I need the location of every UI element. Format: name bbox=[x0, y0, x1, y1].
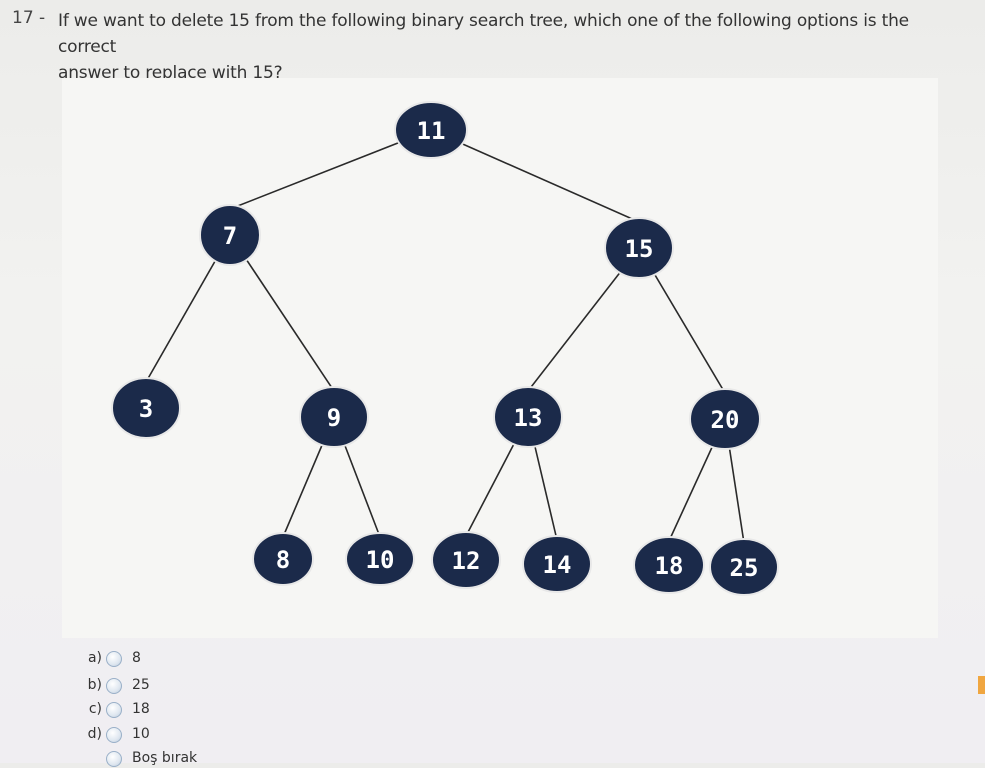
tree-node-14: 14 bbox=[522, 535, 592, 593]
option-d-letter: d) bbox=[87, 726, 102, 742]
tree-node-label: 7 bbox=[223, 222, 237, 250]
tree-node-11: 11 bbox=[394, 101, 468, 159]
question-text: If we want to delete 15 from the followi… bbox=[58, 8, 958, 86]
tree-node-20: 20 bbox=[689, 388, 761, 450]
option-a[interactable]: a) 8 bbox=[70, 648, 270, 668]
tree-node-label: 13 bbox=[514, 404, 543, 432]
option-a-letter: a) bbox=[87, 650, 102, 666]
option-c-value: 18 bbox=[132, 701, 150, 717]
tree-node-label: 8 bbox=[276, 546, 290, 574]
option-b[interactable]: b) 25 bbox=[70, 675, 270, 695]
tree-node-label: 9 bbox=[327, 404, 341, 432]
tree-edge-n11-n15 bbox=[430, 129, 640, 223]
tree-node-10: 10 bbox=[345, 532, 415, 586]
tree-node-label: 14 bbox=[543, 551, 572, 579]
tree-node-circle bbox=[709, 538, 779, 596]
tree-node-13: 13 bbox=[493, 386, 563, 448]
option-b-radio[interactable] bbox=[106, 678, 122, 694]
tree-node-circle bbox=[299, 386, 369, 448]
tree-node-9: 9 bbox=[299, 386, 369, 448]
question-block: 17 - If we want to delete 15 from the fo… bbox=[0, 8, 985, 83]
edge-marker bbox=[978, 676, 985, 694]
tree-node-label: 3 bbox=[139, 395, 153, 423]
binary-search-tree-diagram: 11 7 15 3 9 13 20 8 10 12 14 18 25 bbox=[111, 101, 779, 596]
tree-node-label: 18 bbox=[655, 552, 684, 580]
option-c-radio[interactable] bbox=[106, 702, 122, 718]
tree-node-3: 3 bbox=[111, 377, 181, 439]
tree-node-18: 18 bbox=[633, 536, 705, 594]
option-d-radio[interactable] bbox=[106, 727, 122, 743]
question-text-line1: If we want to delete 15 from the followi… bbox=[58, 11, 909, 57]
tree-node-circle bbox=[493, 386, 563, 448]
tree-node-circle bbox=[604, 217, 674, 279]
tree-node-circle bbox=[111, 377, 181, 439]
tree-node-circle bbox=[633, 536, 705, 594]
tree-node-label: 10 bbox=[366, 546, 395, 574]
answer-options: a) 8 b) 25 c) 18 d) 10 Boş bırak bbox=[70, 648, 370, 767]
tree-node-circle bbox=[394, 101, 468, 159]
tree-node-label: 15 bbox=[625, 235, 654, 263]
tree-edge-n11-n7 bbox=[229, 129, 432, 210]
tree-node-7: 7 bbox=[199, 204, 261, 266]
option-c[interactable]: c) 18 bbox=[70, 699, 270, 719]
tree-node-circle bbox=[522, 535, 592, 593]
tree-node-label: 12 bbox=[452, 547, 481, 575]
option-b-letter: b) bbox=[87, 677, 102, 693]
tree-node-circle bbox=[199, 204, 261, 266]
option-c-letter: c) bbox=[88, 701, 102, 717]
option-leave-blank[interactable]: Boş bırak bbox=[70, 748, 270, 768]
tree-node-label: 25 bbox=[730, 554, 759, 582]
option-blank-value: Boş bırak bbox=[132, 750, 198, 766]
option-a-radio[interactable] bbox=[106, 651, 122, 667]
option-d[interactable]: d) 10 bbox=[70, 724, 270, 744]
tree-edge-n7-n9 bbox=[229, 234, 335, 392]
tree-node-circle bbox=[689, 388, 761, 450]
question-number: 17 - bbox=[12, 8, 46, 28]
option-b-value: 25 bbox=[132, 677, 150, 693]
tree-node-circle bbox=[345, 532, 415, 586]
tree-node-12: 12 bbox=[431, 531, 501, 589]
tree-node-circle bbox=[431, 531, 501, 589]
tree-node-label: 20 bbox=[711, 406, 740, 434]
option-blank-radio[interactable] bbox=[106, 751, 122, 767]
tree-node-label: 11 bbox=[417, 117, 446, 145]
option-a-value: 8 bbox=[132, 650, 141, 666]
tree-node-15: 15 bbox=[604, 217, 674, 279]
tree-node-8: 8 bbox=[252, 532, 314, 586]
tree-node-circle bbox=[252, 532, 314, 586]
bst-figure: 11 7 15 3 9 13 20 8 10 12 14 18 25 bbox=[62, 78, 938, 638]
tree-node-25: 25 bbox=[709, 538, 779, 596]
option-d-value: 10 bbox=[132, 726, 150, 742]
